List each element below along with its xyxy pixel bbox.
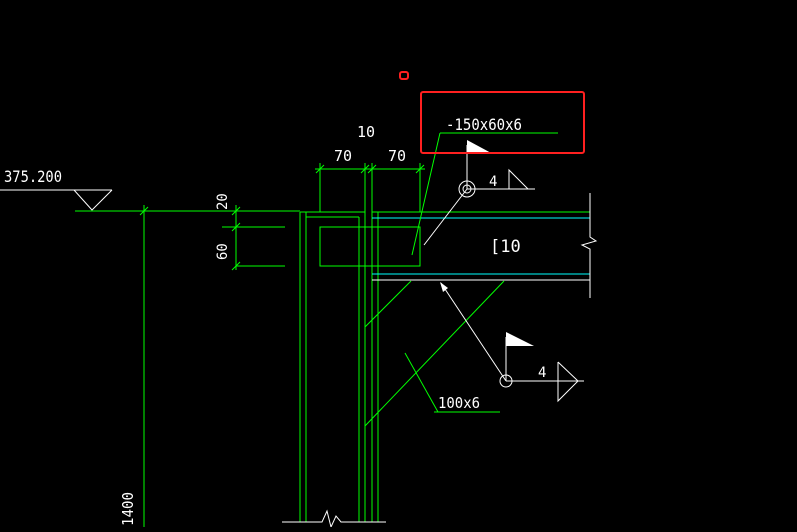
connection-plate (319, 226, 421, 267)
elevation-marker: 375.200 (0, 167, 113, 211)
column (282, 211, 386, 529)
dim-left-70-label: 70 (334, 147, 352, 165)
weld-size-bottom: 4 (538, 365, 546, 381)
leader-arrow-icon (440, 282, 448, 292)
fillet-weld-icon (508, 168, 529, 190)
channel-beam: [10 (372, 193, 598, 298)
field-weld-flag-icon (467, 140, 493, 154)
weld-symbol-top: 4 (423, 140, 535, 246)
plate-callout-label: -150x60x6 (446, 115, 522, 134)
dimension-20-60: 20 60 (215, 193, 285, 271)
snap-marker-icon (399, 71, 409, 80)
plate-callout: -150x60x6 (411, 115, 558, 256)
channel-label: [10 (490, 237, 521, 257)
weld-symbol-bottom: 4 (440, 282, 584, 403)
dim-1400-label: 1400 (119, 492, 137, 526)
weld-size-top: 4 (489, 174, 497, 190)
elevation-label: 375.200 (4, 167, 62, 186)
dimension-70-10-70: 10 70 70 (315, 123, 425, 212)
highlight-selection-box[interactable] (420, 91, 585, 154)
dim-top-10-label: 10 (357, 123, 375, 141)
dimension-1400: 1400 (119, 205, 149, 527)
dim-right-70-label: 70 (388, 147, 406, 165)
dim-60-label: 60 (215, 243, 231, 260)
brace-label: 100x6 (438, 394, 480, 412)
dim-20-label: 20 (215, 193, 231, 210)
fillet-weld-icon (557, 361, 579, 403)
knee-brace: 100x6 (364, 280, 505, 427)
field-weld-flag-icon (506, 332, 534, 346)
